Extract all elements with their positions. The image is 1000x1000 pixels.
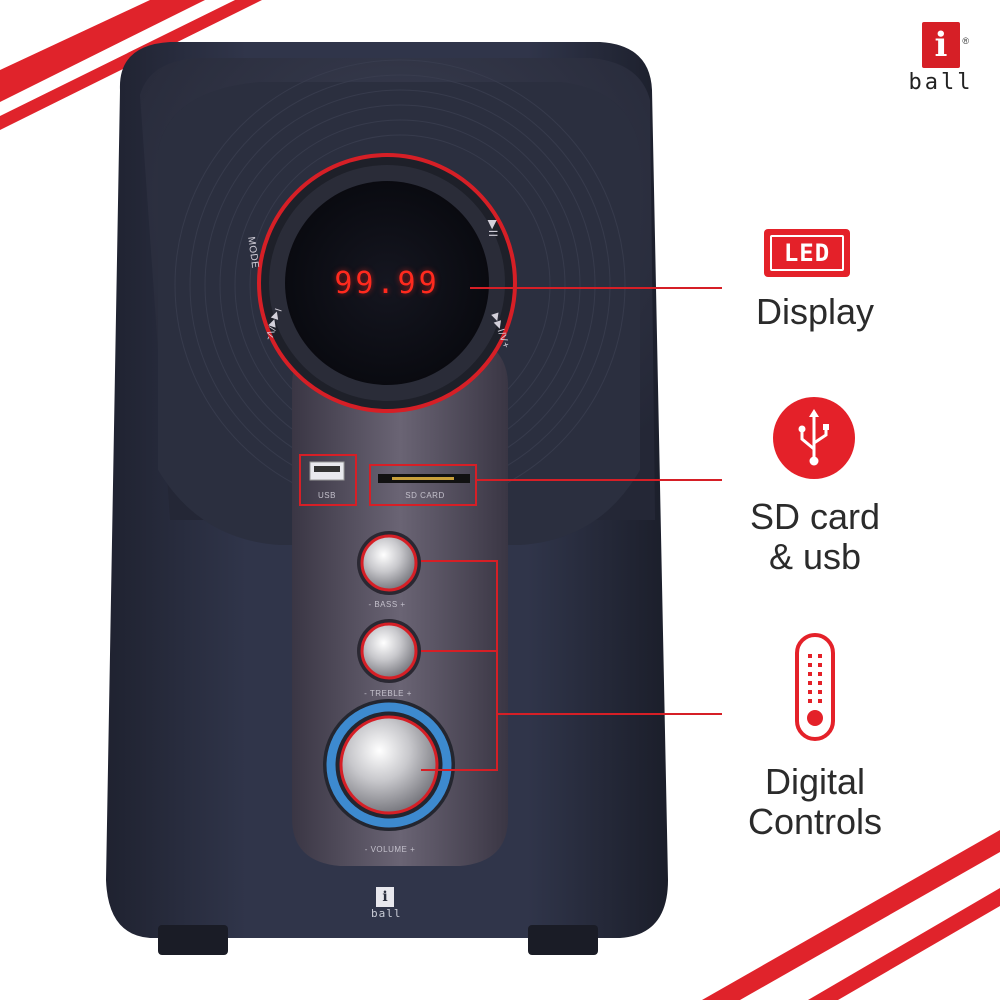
speaker-logo-word: ball (371, 907, 402, 920)
led-display-icon: LED (764, 229, 850, 277)
treble-label: - TREBLE + (364, 689, 412, 698)
logo-letter-box: i ® (922, 22, 969, 68)
iball-logo: i ® ball (908, 22, 974, 122)
logo-word: ball (908, 70, 974, 95)
sd-card-slot[interactable] (369, 464, 477, 506)
sd-usb-feature-label: SD card & usb (720, 497, 910, 577)
sd-card-label: SD CARD (405, 491, 445, 500)
registered-mark: ® (962, 36, 969, 46)
callout-lines (421, 287, 722, 771)
sd-usb-line2: & usb (768, 536, 862, 577)
digital-controls-feature-label: Digital Controls (715, 762, 915, 842)
digital-controls-line1: Digital (764, 761, 866, 802)
volume-label: - VOLUME + (364, 845, 416, 854)
digital-controls-line2: Controls (747, 801, 883, 842)
display-feature-label: Display (755, 291, 875, 332)
usb-port[interactable] (299, 454, 357, 506)
speaker-logo-letter: i (376, 887, 394, 907)
logo-letter: i (934, 25, 948, 65)
remote-control-icon (794, 632, 836, 742)
bass-label: - BASS + (368, 600, 406, 609)
led-badge-text: LED (770, 235, 844, 271)
led-readout: 99.99 (334, 266, 440, 301)
volume-knob[interactable] (323, 699, 455, 831)
play-pause-button[interactable]: ▶II (486, 220, 500, 238)
corner-stripes-bottom-right (702, 830, 1000, 1000)
display-disc (257, 153, 517, 413)
bass-knob[interactable] (357, 531, 421, 595)
usb-port-label: USB (318, 491, 336, 500)
sd-usb-line1: SD card (749, 496, 881, 537)
speaker-front-logo: i ball (371, 887, 402, 935)
treble-knob[interactable] (357, 619, 421, 683)
usb-icon (773, 397, 855, 479)
